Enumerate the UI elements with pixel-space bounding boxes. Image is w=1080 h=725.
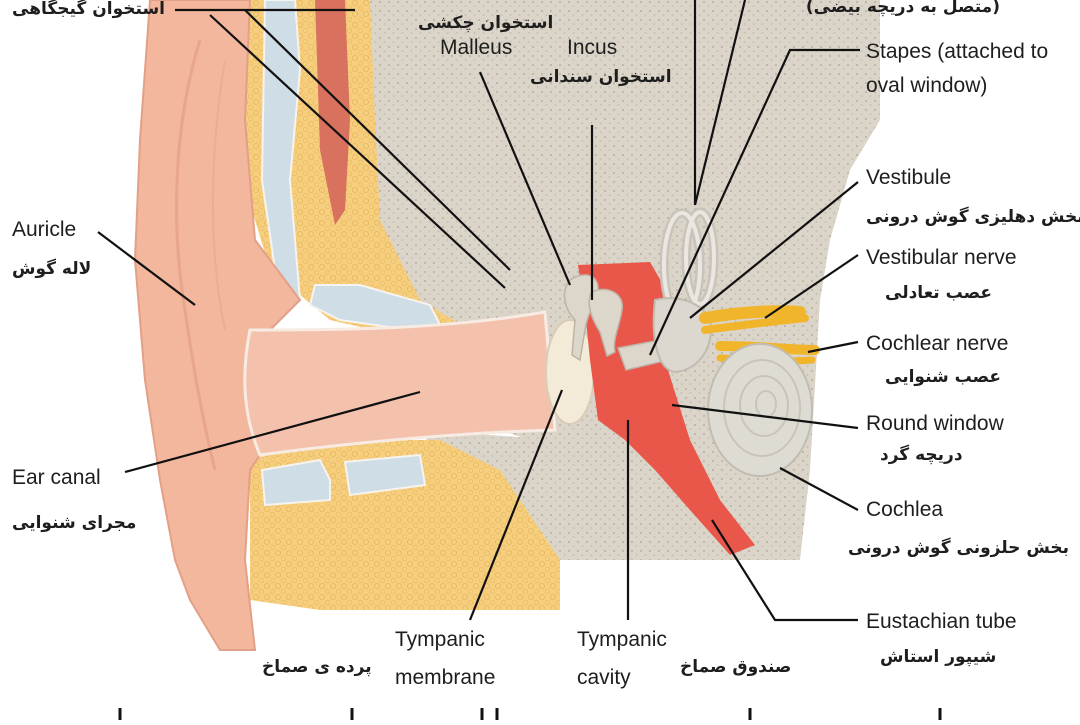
tympanic-cavity-label-line1: Tympanic <box>577 628 667 651</box>
ear-canal-shape <box>245 312 555 455</box>
temporal-bone-label-fa: استخوان گیجگاهی <box>12 0 165 19</box>
tympanic-cavity-label-fa: صندوق صماخ <box>680 657 791 677</box>
eustachian-tube-label-fa: شیپور استاش <box>880 647 996 667</box>
round-window-label: Round window <box>866 412 1005 435</box>
tympanic-membrane-shape <box>546 320 594 424</box>
eustachian-tube-label: Eustachian tube <box>866 610 1017 633</box>
cochlear-nerve-label: Cochlear nerve <box>866 332 1008 355</box>
ear-canal-label-fa: مجرای شنوایی <box>12 513 136 533</box>
vestibule-label: Vestibule <box>866 166 951 189</box>
tympanic-membrane-label-line1: Tympanic <box>395 628 485 651</box>
ear-canal-label: Ear canal <box>12 466 101 489</box>
auricle-label-fa: لاله گوش <box>12 258 91 279</box>
tympanic-cavity-label-line2: cavity <box>577 666 631 689</box>
bottom-edge-fragments <box>120 708 940 720</box>
malleus-label: Malleus <box>440 36 512 59</box>
vestibular-nerve-label: Vestibular nerve <box>866 246 1017 269</box>
stapes-label-line1: Stapes (attached to <box>866 40 1048 63</box>
cochlea-shape <box>708 344 812 476</box>
round-window-label-fa: دریچه گرد <box>880 444 963 465</box>
tympanic-membrane-label-line2: membrane <box>395 666 495 689</box>
malleus-label-fa: استخوان چکشی <box>418 13 553 33</box>
cochlea-label: Cochlea <box>866 498 943 521</box>
tympanic-membrane-label-fa: پرده ی صماخ <box>262 657 372 677</box>
stapes-label-line2: oval window) <box>866 74 987 97</box>
cochlea-label-fa: بخش حلزونی گوش درونی <box>848 537 1069 558</box>
auricle-label: Auricle <box>12 218 76 241</box>
incus-label: Incus <box>567 36 617 59</box>
stapes-note-label-fa: (متصل به دریچه بیضی) <box>806 0 1000 17</box>
vestibule-label-fa: بخش دهلیزی گوش درونی <box>866 206 1080 227</box>
cochlear-nerve-label-fa: عصب شنوایی <box>885 367 1001 387</box>
vestibular-nerve-label-fa: عصب تعادلی <box>885 283 992 303</box>
incus-label-fa: استخوان سندانی <box>530 67 672 87</box>
